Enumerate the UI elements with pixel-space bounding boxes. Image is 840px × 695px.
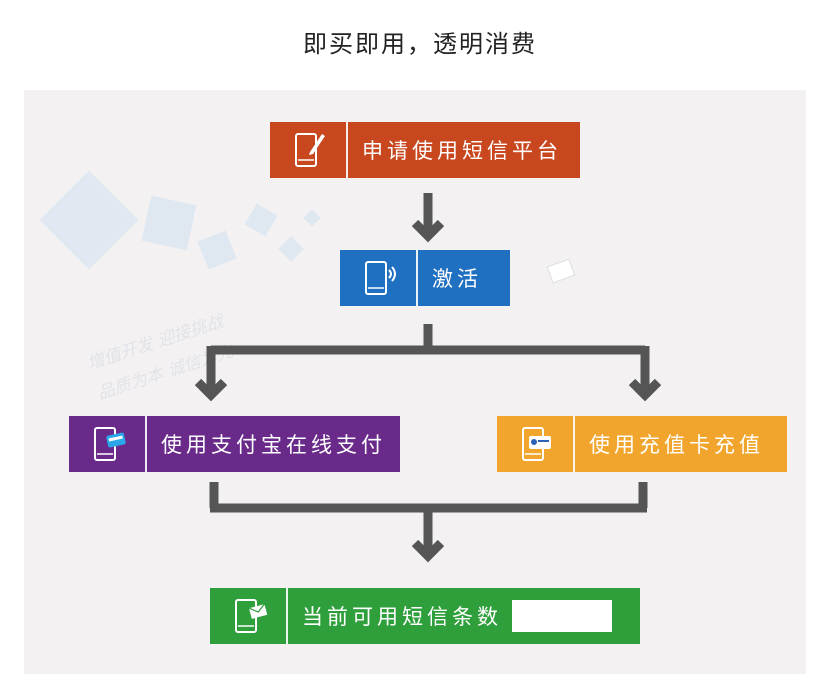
step-apply-card[interactable]: 申请使用短信平台 (270, 122, 580, 178)
step-card-label: 使用充值卡充值 (589, 433, 764, 457)
step-balance-label: 当前可用短信条数 (302, 605, 502, 629)
arrow-head (411, 219, 445, 243)
phone-alipay-icon (69, 416, 147, 472)
flow-panel: 增值开发 迎接挑战 品质为本 诚信为先 (24, 90, 806, 674)
step-activate-label: 激活 (432, 267, 482, 291)
step-alipay-label: 使用支付宝在线支付 (161, 433, 386, 457)
step-alipay-card[interactable]: 使用支付宝在线支付 (69, 416, 400, 472)
arrow-head (628, 378, 662, 402)
step-card-card[interactable]: 使用充值卡充值 (497, 416, 787, 472)
phone-signal-icon (340, 250, 418, 306)
page-title: 即买即用，透明消费 (303, 30, 537, 58)
step-activate-card[interactable]: 激活 (340, 250, 510, 306)
step-apply-label: 申请使用短信平台 (362, 139, 562, 163)
arrow-head (411, 539, 445, 563)
phone-card-icon (497, 416, 575, 472)
phone-pen-icon (270, 122, 348, 178)
phone-message-icon (210, 588, 288, 644)
step-balance-card[interactable]: 当前可用短信条数 (210, 588, 640, 644)
sms-count-field (512, 600, 612, 632)
arrow-head (194, 378, 228, 402)
